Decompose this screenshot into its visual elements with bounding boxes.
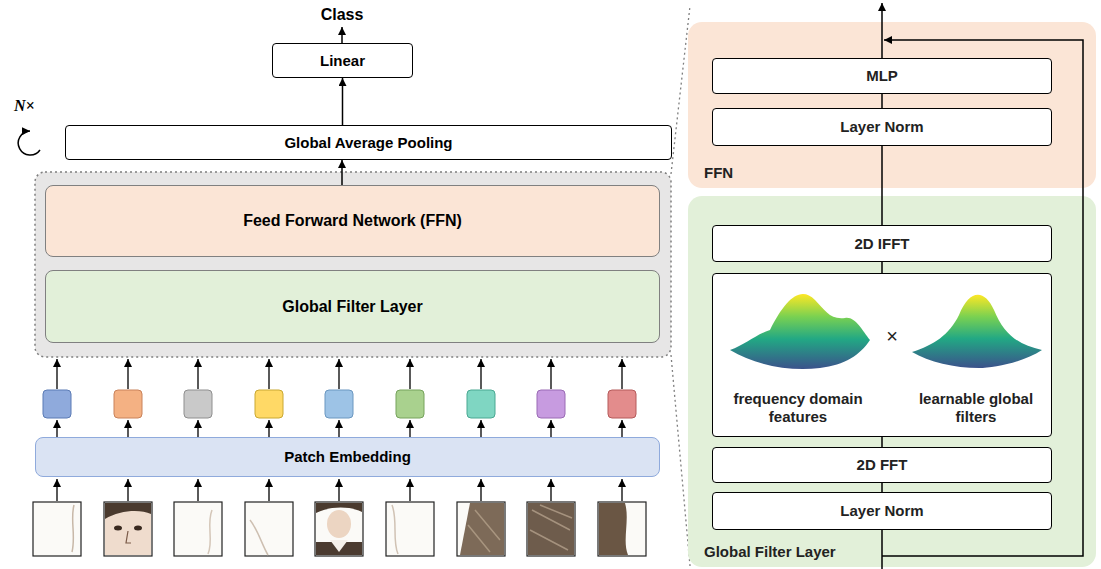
output-arrow (341, 27, 343, 43)
connector (881, 262, 883, 273)
repeat-container (35, 172, 671, 357)
ffn-panel: MLP Layer NormFFN (688, 22, 1096, 188)
output-arrow (881, 3, 883, 58)
patch-sketch (114, 526, 122, 531)
box-label: 2D FFT (857, 456, 908, 474)
ifft-box: 2D IFFT (712, 225, 1052, 262)
patch-sketch (208, 510, 212, 554)
mlp-box: MLP (712, 58, 1052, 94)
token (43, 390, 71, 418)
token (608, 390, 636, 418)
connector (341, 160, 343, 185)
token (184, 390, 212, 418)
patch-sketch (460, 503, 504, 555)
connector (342, 78, 344, 125)
patch-sketch (327, 510, 351, 538)
box-label: MLP (866, 67, 898, 85)
box-label: Layer Norm (840, 502, 923, 520)
box-label: Patch Embedding (284, 448, 411, 466)
layer-norm-box: Layer Norm (712, 108, 1052, 146)
connector (881, 437, 883, 447)
patch-sketch (530, 505, 572, 550)
patch-embedding: Patch Embedding (35, 437, 660, 477)
patch-sketch (528, 503, 574, 555)
linear-layer: Linear (272, 43, 413, 78)
patch-sketch (468, 510, 500, 552)
global-filter-panel: 2D IFFT frequency domain features × learnab… (688, 196, 1096, 567)
patch-sketch (105, 503, 151, 555)
label-anchor: N× (14, 96, 35, 115)
connector (881, 94, 883, 108)
patch-sketch (599, 503, 628, 555)
fft-box: 2D FFT (712, 447, 1052, 483)
box-label: learnable global filters (911, 390, 1041, 426)
box-label: 2D IFFT (855, 235, 910, 253)
patch-sketch (134, 526, 142, 531)
box-label: × (873, 324, 911, 348)
repeat-count: N× (14, 96, 35, 115)
box-label: Layer Norm (840, 118, 923, 136)
box-label: Global Average Pooling (284, 134, 452, 152)
connector (881, 483, 883, 492)
label-anchor: Class (321, 5, 364, 24)
patch-sketch (105, 503, 151, 519)
token (255, 390, 283, 418)
ffn-block: Feed Forward Network (FFN) (45, 185, 660, 257)
connector (881, 146, 883, 225)
box-label: Global Filter Layer (282, 297, 422, 316)
patch-sketch (330, 540, 348, 552)
box-label: Linear (320, 52, 365, 70)
patch-sketch (72, 505, 74, 552)
patch-sketch (250, 520, 268, 555)
layer-norm-box: Layer Norm (712, 492, 1052, 530)
output-label: Class (321, 5, 364, 24)
token (467, 390, 495, 418)
token (396, 390, 424, 418)
box-label: frequency domain features (723, 390, 873, 426)
panel-title: FFN (704, 164, 733, 182)
input-line (881, 530, 883, 569)
token (114, 390, 142, 418)
panel-title: Global Filter Layer (704, 543, 836, 561)
patch-sketch (392, 505, 398, 554)
patch-sketch (126, 531, 131, 543)
token (537, 390, 565, 418)
repeat-arrow (18, 131, 40, 155)
global-filter-block: Global Filter Layer (45, 270, 660, 343)
token (325, 390, 353, 418)
box-label: Feed Forward Network (FFN) (243, 211, 462, 230)
pooling-layer: Global Average Pooling (65, 125, 672, 160)
